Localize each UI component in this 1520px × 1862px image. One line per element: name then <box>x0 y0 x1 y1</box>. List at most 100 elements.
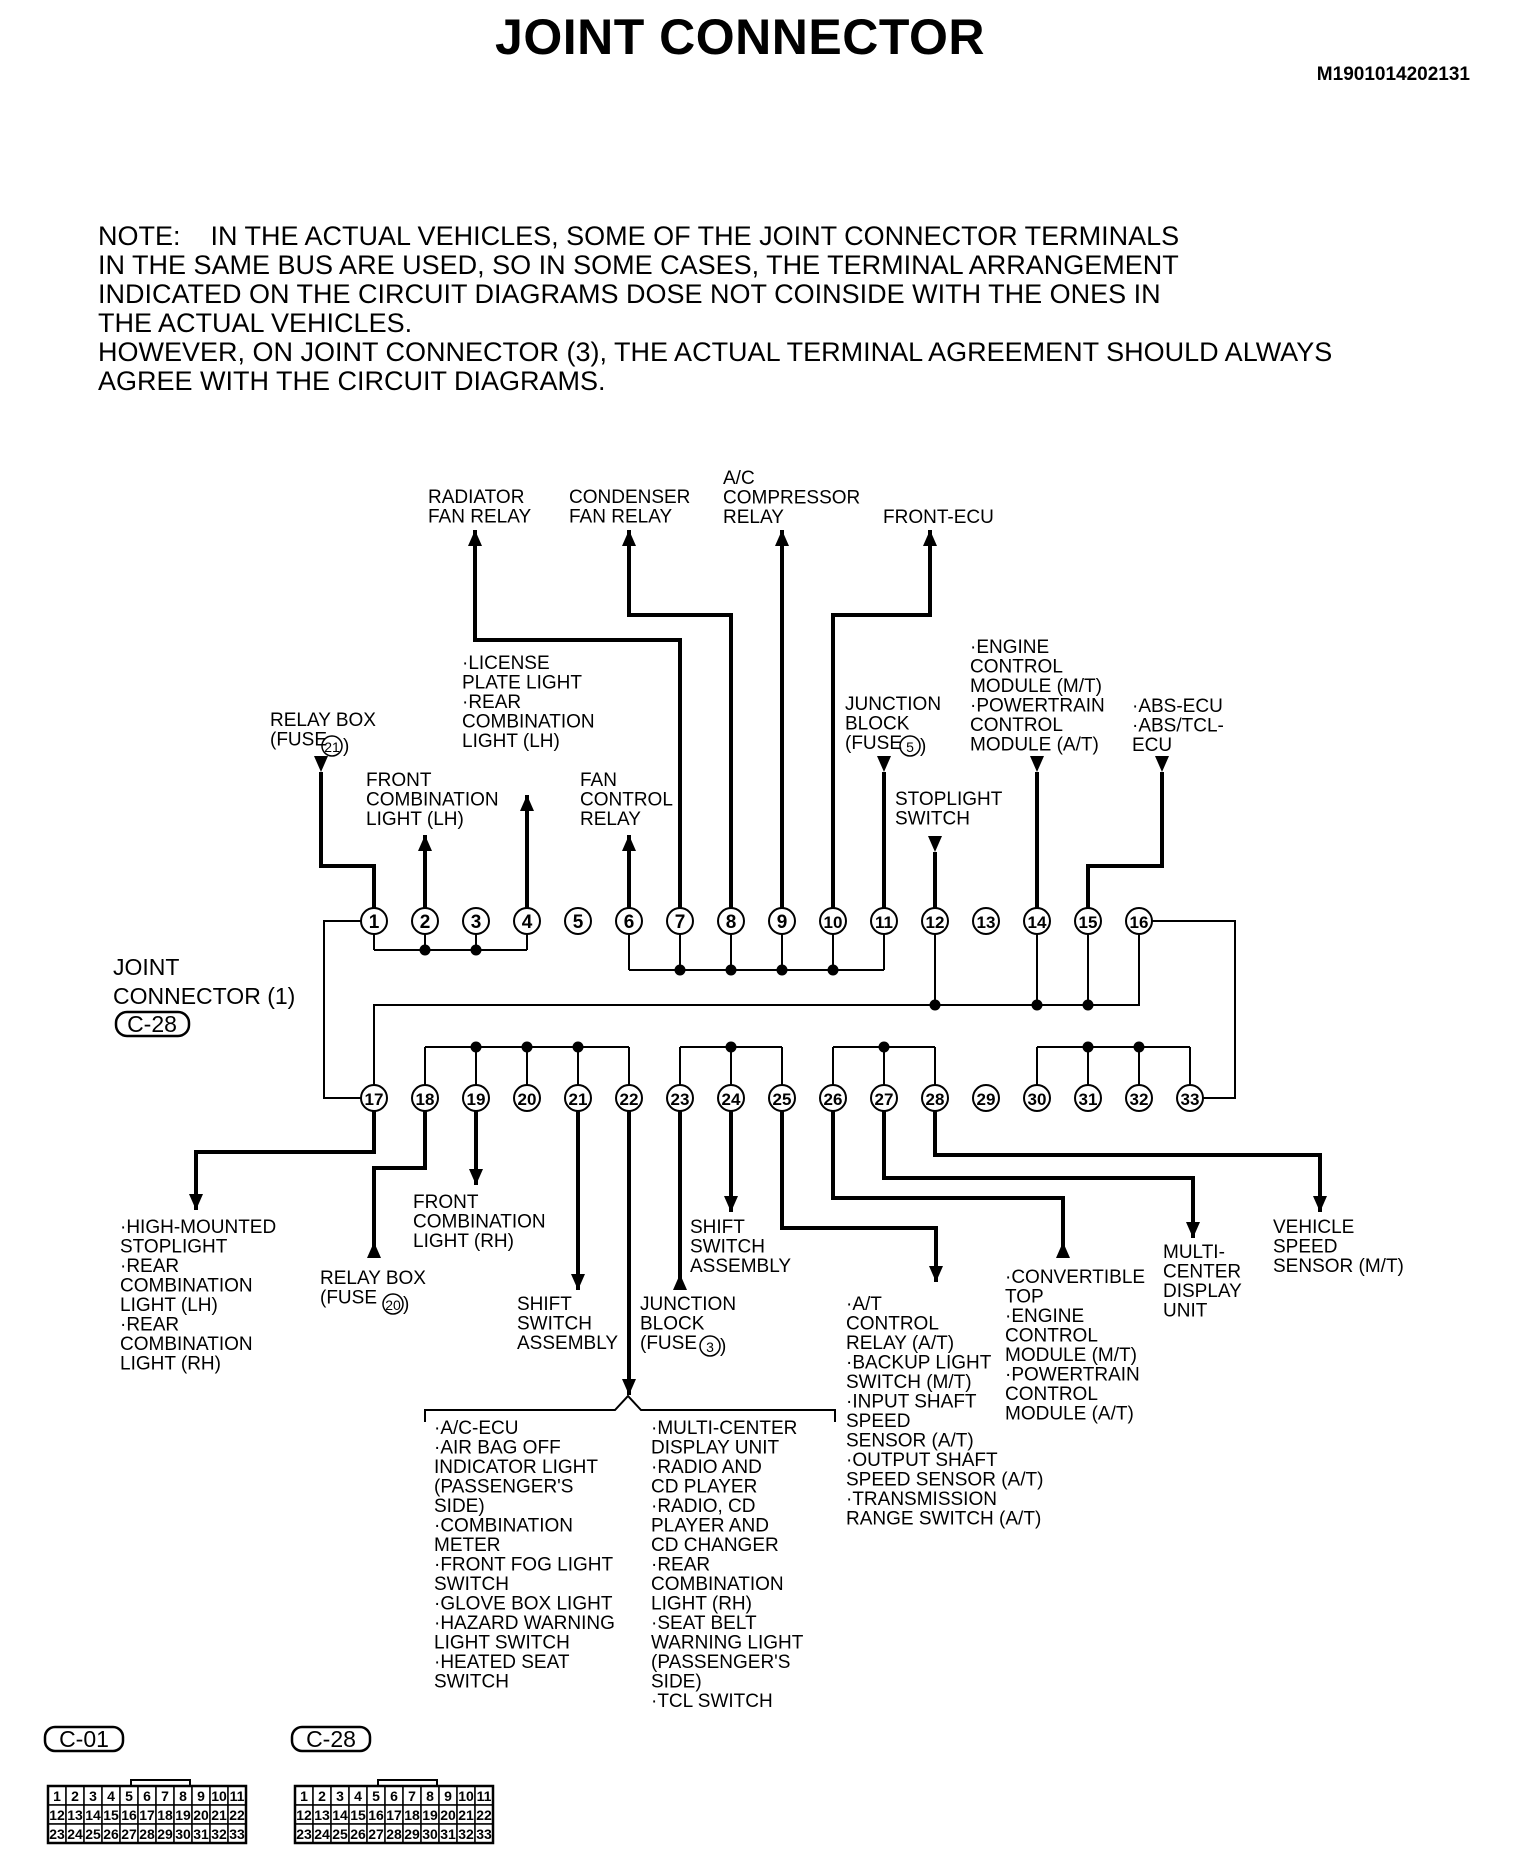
label-license-plate: LIGHT (LH) <box>462 731 560 752</box>
connector-code-box <box>114 1010 191 1038</box>
connector-pin-number: 18 <box>157 1807 173 1823</box>
label-bus-22-right: CD PLAYER <box>651 1477 757 1498</box>
label-shift-switch-24: SWITCH <box>690 1237 765 1258</box>
terminal-circle <box>717 907 745 935</box>
connector-pin-number: 9 <box>444 1788 452 1804</box>
label-at-control: RELAY (A/T) <box>846 1333 954 1354</box>
connector-pin-number: 5 <box>125 1788 133 1804</box>
label-at-control: SWITCH (M/T) <box>846 1372 972 1393</box>
label-bus-22-right: DISPLAY UNIT <box>651 1438 780 1459</box>
splice-dot <box>929 999 941 1011</box>
label-stoplight-switch: SWITCH <box>895 809 970 830</box>
terminal-circle <box>564 1084 592 1112</box>
terminal-number: 19 <box>467 1090 486 1109</box>
wire-radiator-fan <box>473 530 682 908</box>
terminal-number: 17 <box>365 1090 384 1109</box>
connector-pin-number: 10 <box>458 1788 474 1804</box>
label-bus-22-right: ·SEAT BELT <box>651 1613 757 1634</box>
label-relay-box-20: RELAY BOX <box>320 1268 426 1289</box>
note-line: THE ACTUAL VEHICLES. <box>98 308 413 338</box>
connector-pin-number: 31 <box>440 1826 456 1842</box>
label-vehicle-speed: SENSOR (M/T) <box>1273 1256 1404 1277</box>
terminal-circle <box>615 1084 643 1112</box>
terminal-circle <box>1074 907 1102 935</box>
arrow-down-icon <box>571 1274 585 1290</box>
connector-pin-number: 15 <box>103 1807 119 1823</box>
label-condenser-fan-relay: FAN RELAY <box>569 507 672 528</box>
connector-label: CONNECTOR (1) <box>113 983 295 1009</box>
connector-pin-number: 8 <box>426 1788 434 1804</box>
terminal-circle <box>1125 1084 1153 1112</box>
connector-pin-number: 15 <box>350 1807 366 1823</box>
label-multi-center: UNIT <box>1163 1301 1208 1322</box>
label-high-mounted: COMBINATION <box>120 1276 253 1297</box>
label-at-control: ·OUTPUT SHAFT <box>846 1450 998 1471</box>
connector-pin-number: 30 <box>175 1826 191 1842</box>
label-convertible-top: CONTROL <box>1005 1384 1098 1405</box>
label-license-plate: COMBINATION <box>462 712 595 733</box>
label-text: ) <box>403 1294 409 1315</box>
terminal-number: 28 <box>926 1090 945 1109</box>
label-junction-block-5: (FUSE <box>845 733 902 754</box>
connector-code: C-28 <box>127 1011 177 1037</box>
connector-pin-number: 8 <box>179 1788 187 1804</box>
connector-view-outline <box>46 1784 248 1845</box>
connector-view-code: C-28 <box>306 1726 356 1752</box>
connector-pin-number: 13 <box>314 1807 330 1823</box>
arrow-up-icon <box>622 835 636 851</box>
connector-key <box>377 1779 438 1786</box>
terminal-circle <box>1125 907 1153 935</box>
terminal-number: 10 <box>824 913 843 932</box>
terminal-circle <box>462 1084 490 1112</box>
splice-dot <box>725 1041 737 1053</box>
label-vehicle-speed: SPEED <box>1273 1237 1337 1258</box>
terminal-circle <box>972 1084 1000 1112</box>
bus-loop <box>1152 920 1236 1099</box>
connector-pin-number: 28 <box>139 1826 155 1842</box>
wire-relay-box-21 <box>319 772 376 908</box>
connector-pin-number: 9 <box>197 1788 205 1804</box>
label-high-mounted: STOPLIGHT <box>120 1237 228 1258</box>
arrow-down-icon <box>877 756 891 772</box>
connector-pin-number: 21 <box>211 1807 227 1823</box>
label-abs-ecu: ECU <box>1132 735 1172 756</box>
label-vehicle-speed: VEHICLE <box>1273 1217 1354 1238</box>
label-license-plate: ·REAR <box>462 692 521 713</box>
terminal-circle <box>513 1084 541 1112</box>
label-bus-22-right: ·RADIO, CD <box>651 1496 756 1517</box>
connector-pin-number: 4 <box>107 1788 115 1804</box>
label-bus-22-right: ·REAR <box>651 1555 710 1576</box>
arrow-down-icon <box>469 1169 483 1185</box>
label-bus-22-left: ·HAZARD WARNING <box>434 1613 615 1634</box>
label-front-ecu: FRONT-ECU <box>883 507 994 528</box>
arrow-down-icon <box>189 1194 203 1210</box>
label-radiator-fan-relay: RADIATOR <box>428 487 524 508</box>
arrow-down-icon <box>314 756 328 772</box>
connector-pin-number: 32 <box>211 1826 227 1842</box>
terminal-number: 23 <box>671 1090 690 1109</box>
connector-view-code: C-01 <box>59 1726 109 1752</box>
note-line: AGREE WITH THE CIRCUIT DIAGRAMS. <box>98 366 606 396</box>
arrow-up-icon <box>923 530 937 546</box>
label-high-mounted: COMBINATION <box>120 1334 253 1355</box>
connector-pin-number: 5 <box>372 1788 380 1804</box>
terminal-circle <box>411 907 439 935</box>
terminal-number: 15 <box>1079 913 1098 932</box>
label-at-control: RANGE SWITCH (A/T) <box>846 1509 1041 1530</box>
splice-dot <box>470 944 482 956</box>
splice-dot <box>1031 999 1043 1011</box>
connector-pin-number: 27 <box>368 1826 384 1842</box>
connector-label: JOINT <box>113 954 179 980</box>
label-bus-22-right: PLAYER AND <box>651 1516 769 1537</box>
label-junction-block-3: JUNCTION <box>640 1294 736 1315</box>
terminal-circle <box>666 1084 694 1112</box>
terminal-circle <box>972 907 1000 935</box>
label-junction-block-5: BLOCK <box>845 714 910 735</box>
terminal-number: 3 <box>471 912 482 933</box>
terminal-circle <box>615 907 643 935</box>
connector-view-code-box <box>290 1725 372 1753</box>
connector-pin-number: 31 <box>193 1826 209 1842</box>
label-license-plate: ·LICENSE <box>462 653 550 674</box>
terminal-circle <box>819 907 847 935</box>
